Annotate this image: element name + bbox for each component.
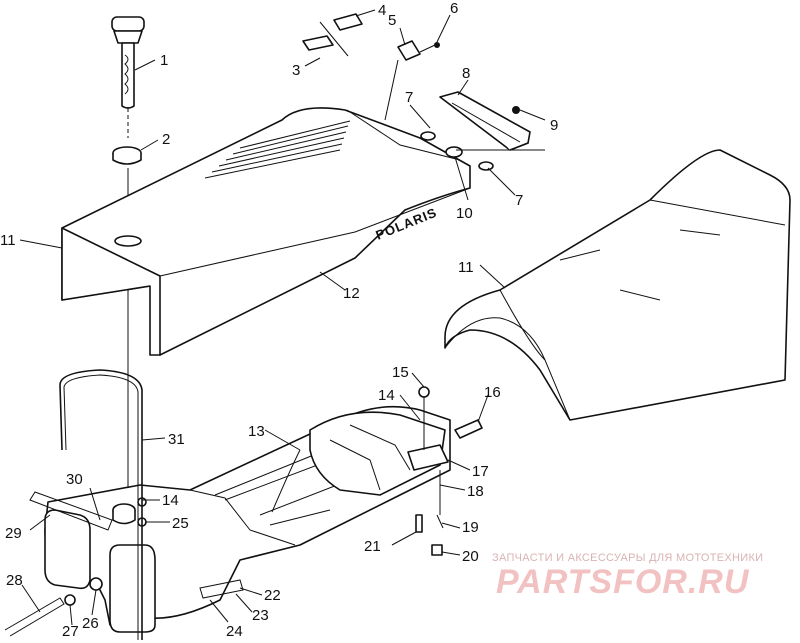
callout-7-top: 7 [405, 89, 413, 106]
callout-13: 13 [248, 423, 265, 440]
fuel-tank-assembly [4, 386, 483, 637]
main-seat-part: POLARIS [61, 107, 471, 356]
callout-24: 24 [226, 623, 243, 640]
callout-11-right: 11 [458, 259, 474, 276]
callout-28: 28 [6, 572, 23, 589]
callout-labels: 1 2 3 4 5 6 7 8 9 10 7 11 12 11 15 14 16… [0, 0, 558, 640]
seat-cover-part [444, 149, 791, 421]
callout-5: 5 [388, 12, 396, 29]
callout-23: 23 [252, 607, 269, 624]
callout-6: 6 [450, 0, 458, 17]
callout-3: 3 [292, 62, 300, 79]
grommet-part [112, 146, 142, 165]
vent-hose-part [59, 369, 143, 640]
callout-18: 18 [467, 483, 484, 500]
callout-9: 9 [550, 117, 558, 134]
callout-22: 22 [264, 587, 281, 604]
callout-17: 17 [472, 463, 489, 480]
callout-25: 25 [172, 515, 189, 532]
leader-lines [19, 9, 546, 626]
callout-12: 12 [343, 285, 360, 302]
small-brackets [302, 13, 440, 61]
callout-14-bottom: 14 [162, 492, 179, 509]
callout-29: 29 [5, 525, 22, 542]
callout-8: 8 [462, 65, 470, 82]
latch-bracket-part [420, 91, 545, 171]
callout-15: 15 [392, 364, 409, 381]
callout-7-bottom: 7 [515, 192, 523, 209]
callout-14-top: 14 [378, 387, 395, 404]
callout-10: 10 [456, 205, 473, 222]
watermark-logo: PARTSFOR.RU [496, 563, 750, 601]
callout-2: 2 [162, 131, 170, 148]
callout-16: 16 [484, 384, 501, 401]
callout-31: 31 [168, 431, 185, 448]
callout-30: 30 [66, 471, 83, 488]
callout-11-left: 11 [0, 232, 16, 249]
callout-20: 20 [462, 548, 479, 565]
callout-26: 26 [82, 615, 99, 632]
callout-4: 4 [378, 2, 386, 19]
callout-1: 1 [160, 52, 168, 69]
fuel-cap-part [111, 16, 145, 109]
callout-21: 21 [364, 538, 381, 555]
watermark-tagline: ЗАПЧАСТИ И АКСЕССУАРЫ ДЛЯ МОТОТЕХНИКИ [492, 552, 764, 564]
callout-27: 27 [62, 623, 79, 640]
callout-19: 19 [462, 519, 479, 536]
